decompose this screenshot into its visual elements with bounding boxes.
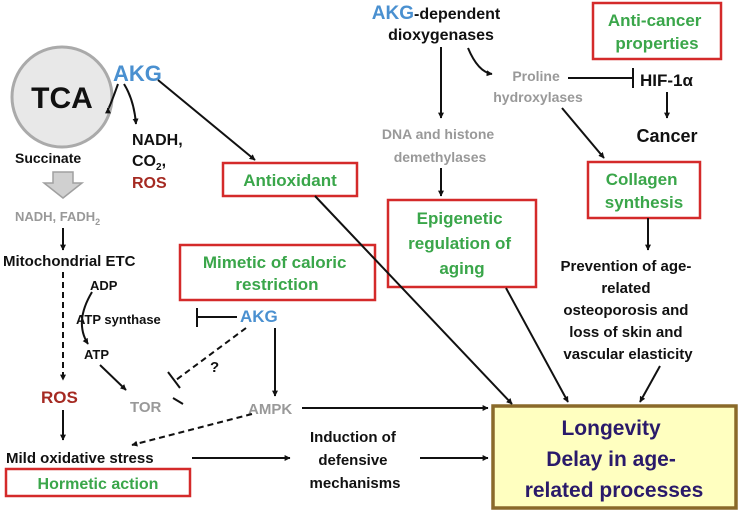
nadh-fadh-label: NADH, FADH2 [15,209,100,227]
hif-label: HIF-1α [640,71,694,90]
akg-mid-label: AKG [240,307,278,326]
atp-synthase-label: ATP synthase [76,312,161,327]
hormetic-label: Hormetic action [38,476,159,493]
hormetic-box [4,467,192,498]
anticancer-label: Anti-cancer properties [608,11,706,53]
ros-top-label: ROS [132,175,167,192]
arrow-akg-to-nadh [123,83,139,125]
succinate-down-arrow [41,171,85,199]
inhibit-small-bar-tor [172,397,184,405]
arrows [60,47,670,461]
arrow-epigenetic-to-longevity [505,287,569,403]
collagen-label: Collagen synthesis [605,170,683,212]
tor-label: TOR [130,399,162,416]
prevention-label: Prevention of age- related osteoporosis … [560,258,695,363]
arrow-dioxygenases-to-proline [467,47,493,77]
question-label: ? [210,359,219,376]
tca-circle [10,45,114,149]
arrow-prevention-to-longevity [639,365,661,403]
mild-stress-label: Mild oxidative stress [6,450,154,467]
caloric-label: Mimetic of caloric restriction [203,253,351,294]
caloric-box [178,243,377,302]
co2-label: CO2, [132,153,166,173]
inhibit-akg-tor [175,327,247,381]
epigenetic-label: Epigenetic regulation of aging [408,209,516,278]
tca-label: TCA [31,82,93,115]
ros-mid-label: ROS [41,388,78,407]
arrow-proline-to-collagen [561,107,605,159]
ampk-label: AMPK [248,401,292,418]
mito-etc-label: Mitochondrial ETC [3,253,136,270]
dioxygenases-label: dioxygenases [388,27,494,44]
proline-label: Proline hydroxylases [493,68,583,105]
nadh-label: NADH, [132,132,183,149]
longevity-label: Longevity Delay in age- related processe… [525,417,704,502]
antioxidant-box [221,161,359,198]
akg-top-label: AKG [113,61,162,86]
akg-dependent-label: AKG-dependent [372,3,501,24]
longevity-box [491,404,738,510]
arrow-antioxidant-to-longevity [314,195,513,405]
arrow-atp-to-tor [99,364,127,391]
induction-label: Induction of defensive mechanisms [310,429,401,492]
arrow-akg-to-tca [105,83,119,114]
epigenetic-box [386,198,538,289]
collagen-box [586,160,702,220]
cancer-label: Cancer [636,126,697,146]
arrow-adp-to-atp [81,291,93,345]
anticancer-box [591,1,723,61]
adp-label: ADP [90,278,118,293]
arrow-akg-to-antioxidant [157,79,256,161]
antioxidant-label: Antioxidant [243,171,337,190]
inhibit-bar-tor [167,371,181,389]
dna-histone-label: DNA and histone demethylases [382,126,498,165]
atp-label: ATP [84,347,109,362]
succinate-label: Succinate [15,150,81,166]
arrow-ampk-to-stress [131,413,253,447]
